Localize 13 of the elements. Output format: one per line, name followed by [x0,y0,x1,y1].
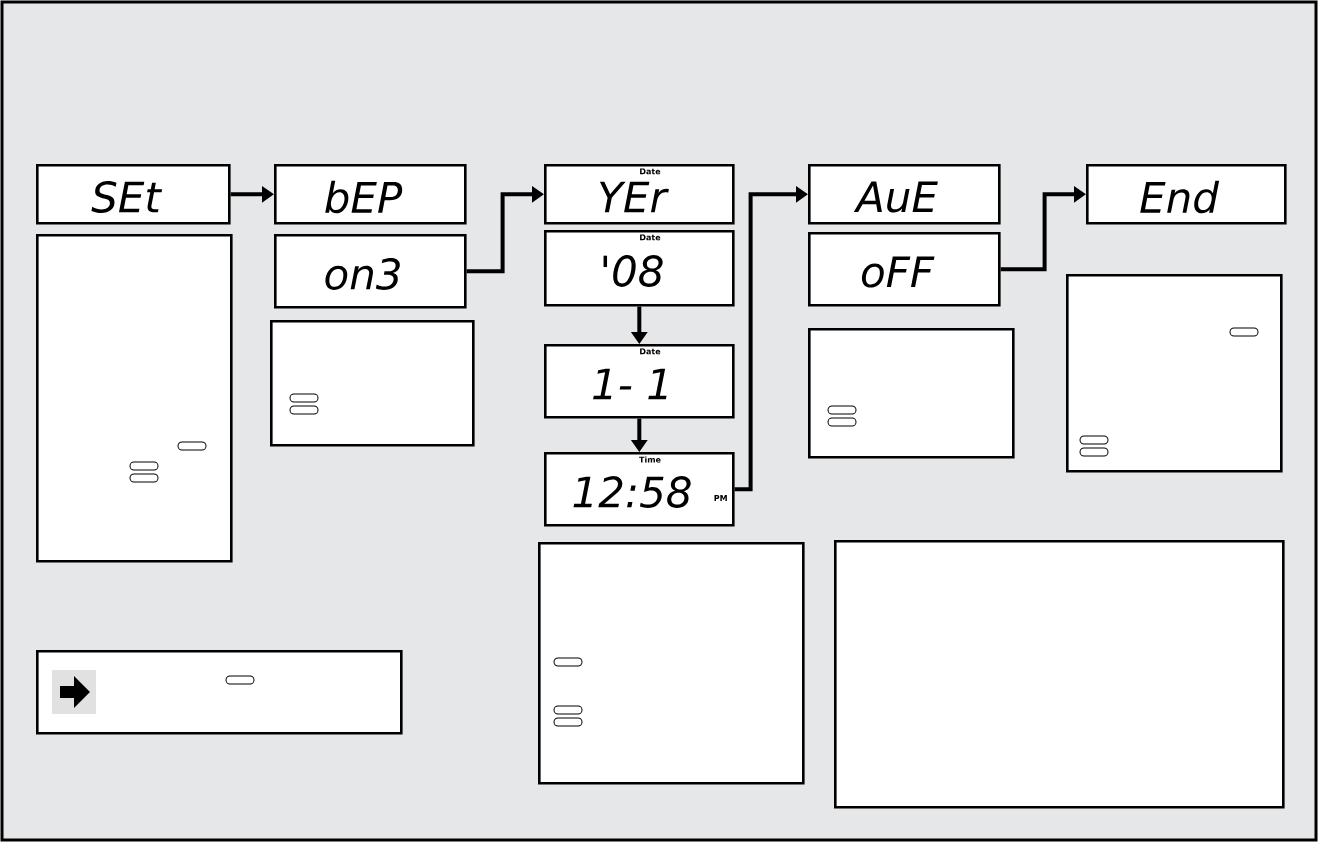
text-box [538,542,805,785]
lcd-display: AuE [808,164,1001,225]
text-box [1066,274,1283,473]
text-box [834,540,1285,809]
lcd-display: bEP [274,164,467,225]
lcd-display: oFF [808,232,1001,307]
text-box [808,328,1015,459]
text-box [270,320,475,447]
text-box [36,234,233,563]
lcd-display: SEt [36,164,231,225]
text-box [36,650,403,735]
lcd-display: on3 [274,234,467,309]
lcd-display: End [1086,164,1287,225]
